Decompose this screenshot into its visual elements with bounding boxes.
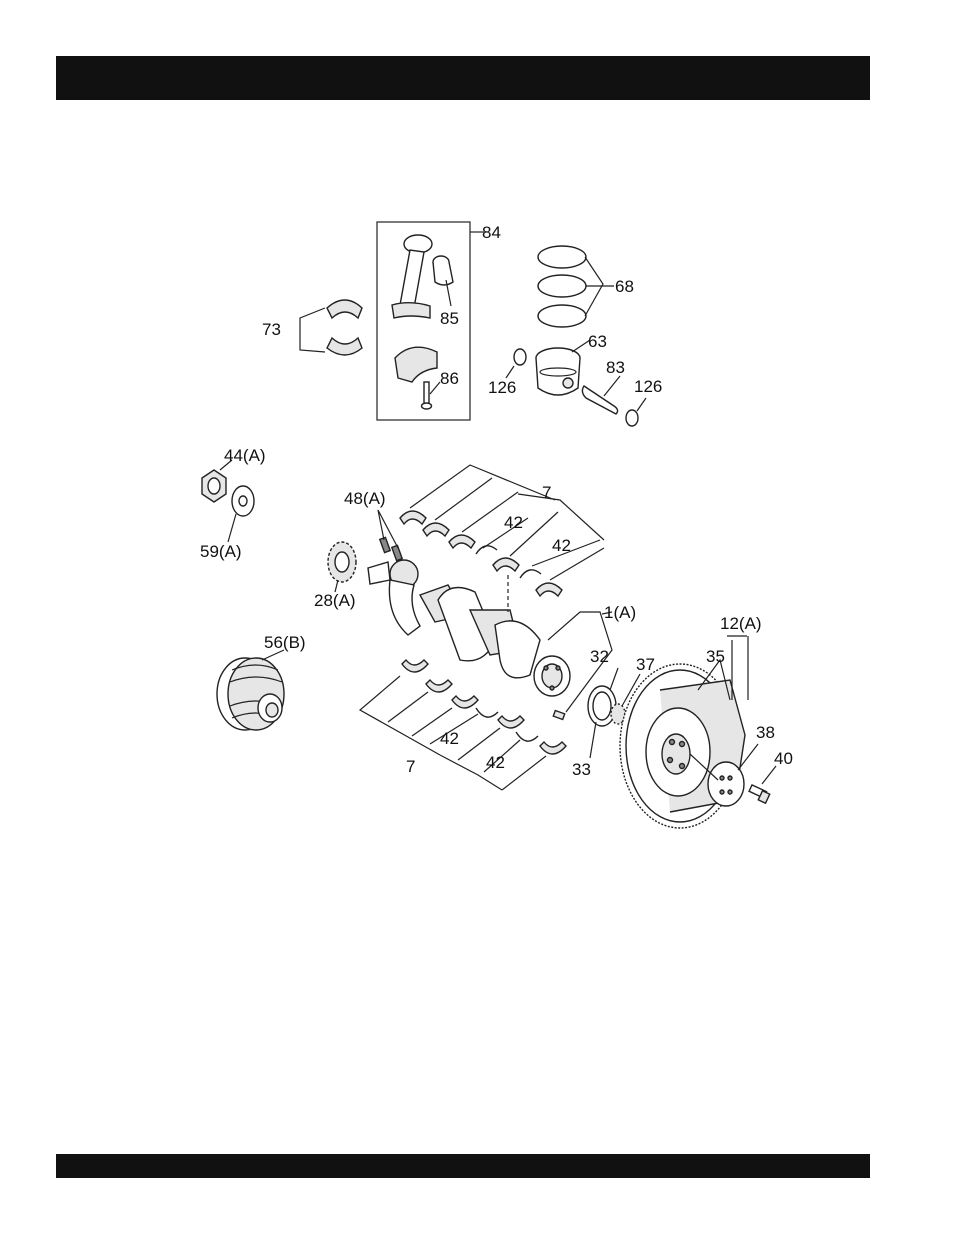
callout-126-left: 126: [488, 378, 516, 397]
nut-44a: [202, 460, 232, 502]
bushing-85: [433, 256, 453, 285]
connecting-rod-group: [377, 222, 484, 420]
callout-7-top: 7: [542, 483, 551, 502]
callout-84: 84: [482, 223, 501, 242]
crankshaft: [368, 560, 570, 720]
callout-32: 32: [590, 647, 609, 666]
bolt-40: [749, 766, 776, 803]
connecting-rod: [392, 235, 432, 318]
rod-cap: [395, 347, 437, 382]
callout-7-bottom: 7: [406, 757, 415, 776]
callout-33: 33: [572, 760, 591, 779]
keys-48a: [378, 510, 402, 561]
snap-ring-126-right: [626, 398, 646, 426]
callout-42-top-1: 42: [504, 513, 523, 532]
callout-48a: 48(A): [344, 489, 386, 508]
callout-73: 73: [262, 320, 281, 339]
callout-63: 63: [588, 332, 607, 351]
callout-38: 38: [756, 723, 775, 742]
callout-68: 68: [615, 277, 634, 296]
callout-28a: 28(A): [314, 591, 356, 610]
callout-59a: 59(A): [200, 542, 242, 561]
upper-main-bearings: [400, 465, 604, 596]
washer-59a: [228, 486, 254, 542]
oil-seal-33: [588, 686, 616, 758]
snap-ring-126-left: [506, 349, 526, 378]
callout-85: 85: [440, 309, 459, 328]
callout-35: 35: [706, 647, 725, 666]
callout-40: 40: [774, 749, 793, 768]
callout-126-right: 126: [634, 377, 662, 396]
callout-83: 83: [606, 358, 625, 377]
crank-pulley-56b: [217, 650, 284, 730]
callout-56b: 56(B): [264, 633, 306, 652]
callout-12a: 12(A): [720, 614, 762, 633]
rod-bolt-86: [422, 382, 432, 409]
callout-37: 37: [636, 655, 655, 674]
callout-42-bottom-1: 42: [440, 729, 459, 748]
piston-pin-83: [582, 376, 620, 414]
callout-1a: 1(A): [604, 603, 636, 622]
callout-44a: 44(A): [224, 446, 266, 465]
callout-42-top-2: 42: [552, 536, 571, 555]
crank-gear-28a: [328, 542, 356, 592]
piston-rings-68: [538, 246, 614, 327]
callout-42-bottom-2: 42: [486, 753, 505, 772]
callout-86: 86: [440, 369, 459, 388]
bearing-shells-73: [300, 300, 362, 355]
piston-63: [536, 340, 590, 395]
footer-bar: [56, 1154, 870, 1178]
